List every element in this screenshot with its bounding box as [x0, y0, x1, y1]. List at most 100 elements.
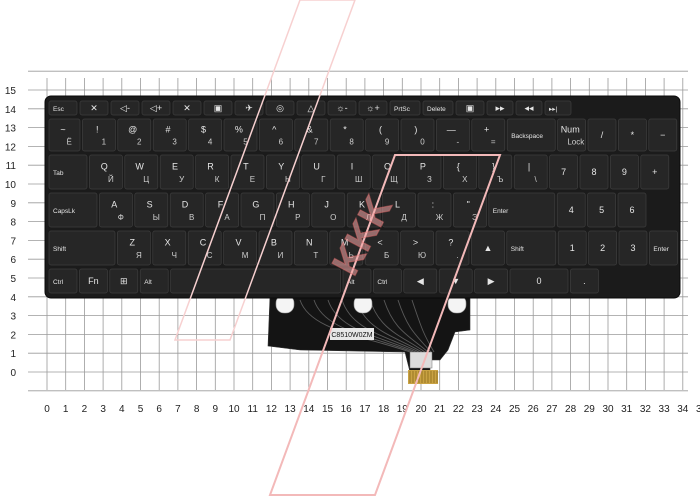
key-cap	[557, 230, 587, 266]
key-legend-main: F	[218, 199, 224, 209]
x-tick-label: 33	[659, 404, 671, 415]
ribbon-trace	[383, 299, 429, 353]
key: PЗ	[407, 154, 442, 190]
key-cap	[141, 100, 171, 116]
key-legend-main: T	[243, 161, 249, 171]
key: ✈	[234, 100, 264, 116]
x-tick-label: 24	[490, 404, 502, 415]
key: ?.	[435, 230, 470, 266]
key-legend-main: M	[341, 237, 349, 247]
key: 6	[617, 192, 647, 228]
key-legend-main: I	[351, 161, 354, 171]
y-tick-label: 8	[10, 218, 16, 229]
key-legend-main: V	[235, 237, 241, 247]
key-legend-main: ?	[448, 237, 453, 247]
ribbon-trace	[411, 299, 435, 353]
key-legend-sub: .	[456, 251, 458, 260]
key: WЦ	[124, 154, 159, 190]
key-legend-sub: А	[224, 213, 230, 222]
x-tick-label: 20	[415, 404, 427, 415]
y-tick-label: 6	[10, 255, 16, 266]
key-legend-main: D	[182, 199, 189, 209]
key: 0	[509, 268, 569, 294]
key-legend-main: &	[307, 124, 313, 134]
key-cap	[48, 192, 98, 228]
key-cap	[327, 100, 357, 116]
key-legend-sub: О	[330, 213, 336, 222]
key: ▣	[455, 100, 485, 116]
key-cap	[294, 230, 328, 266]
key-legend-main: J	[324, 199, 329, 209]
key-legend: Enter	[653, 246, 669, 253]
key-cap	[455, 100, 485, 116]
key-legend-main: ~	[60, 124, 65, 134]
x-tick-label: 8	[194, 404, 200, 415]
key-legend-main: }	[492, 161, 495, 171]
key-legend: ▸▸|	[549, 106, 558, 113]
key-cap	[587, 192, 616, 228]
key-cap	[311, 192, 346, 228]
key: 2	[588, 230, 617, 266]
key-legend: 3	[630, 243, 635, 253]
key-legend-main: +	[484, 124, 489, 134]
key: /	[587, 118, 617, 152]
key-legend-sub: М	[242, 251, 249, 260]
ribbon-sticker	[330, 328, 374, 340]
y-tick-label: 12	[5, 142, 17, 153]
key: ◂◂	[515, 100, 543, 116]
key-cap	[515, 100, 543, 116]
x-tick-label: 34	[677, 404, 689, 415]
key-legend: 6	[629, 205, 634, 215]
key-cap	[230, 154, 265, 190]
key-cap	[329, 230, 364, 266]
key: (9	[365, 118, 399, 152]
y-tick-label: 5	[10, 274, 16, 285]
key-cap	[373, 268, 402, 294]
key: )0	[400, 118, 435, 152]
key: SЫ	[134, 192, 169, 228]
key-cap	[99, 192, 133, 228]
keyboard-ribbon-cable: C8510W0ZM	[267, 294, 471, 384]
key-legend-sub: Ъ	[497, 175, 503, 184]
x-tick-label: 2	[82, 404, 88, 415]
key-legend-sub: Б	[384, 251, 389, 260]
key-cap	[640, 154, 670, 190]
key: <Б	[364, 230, 399, 266]
key: :Ж	[417, 192, 452, 228]
key-cap	[124, 154, 159, 190]
key-cap	[195, 154, 229, 190]
key: Shift	[48, 230, 116, 266]
key-legend: ✕	[90, 103, 98, 113]
key: MЬ	[329, 230, 364, 266]
key-legend: △	[308, 103, 315, 113]
key-legend-sub: И	[278, 251, 284, 260]
ribbon-trace	[397, 299, 432, 353]
key-legend-main: Z	[130, 237, 136, 247]
x-tick-label: 25	[509, 404, 521, 415]
key: *8	[329, 118, 364, 152]
ribbon-trace	[369, 299, 426, 353]
key-cap	[618, 118, 647, 152]
key-legend: 9	[622, 167, 627, 177]
key: HР	[276, 192, 310, 228]
key: QЙ	[89, 154, 123, 190]
key-cap	[152, 118, 187, 152]
y-tick-label: 14	[5, 105, 17, 116]
key-legend: *	[631, 130, 635, 140]
key: {Х	[443, 154, 477, 190]
key: XЧ	[152, 230, 187, 266]
key: TЕ	[230, 154, 265, 190]
key: Backspace	[506, 118, 556, 152]
x-tick-label: 26	[528, 404, 540, 415]
key-cap	[259, 118, 293, 152]
key: "Э	[453, 192, 487, 228]
key: AФ	[99, 192, 133, 228]
key-cap	[223, 230, 257, 266]
key-cap	[478, 154, 513, 190]
key-cap	[48, 118, 81, 152]
key-cap	[117, 230, 151, 266]
key-legend-main: *	[343, 124, 347, 134]
key: Enter	[649, 230, 678, 266]
